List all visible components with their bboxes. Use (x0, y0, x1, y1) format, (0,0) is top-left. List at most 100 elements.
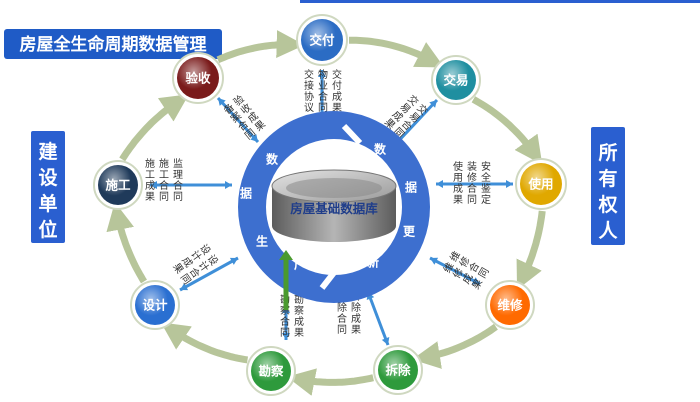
arrow-head (430, 257, 439, 265)
connector-text: 物业合同 (318, 68, 328, 114)
node-shine (251, 351, 291, 391)
blue-ring (238, 111, 430, 303)
connector-text: 监理合同 (173, 157, 183, 203)
connector-line (366, 291, 390, 346)
title-banner: 房屋全生命周期数据管理 (4, 29, 222, 59)
arrow-head (429, 100, 437, 108)
stage-node-sheji[interactable]: 设计 (130, 280, 180, 330)
arrow-head (436, 180, 443, 188)
owner-label: 所有权人 (597, 142, 618, 242)
arrow-head (180, 283, 189, 291)
connector-text: 施工成果 (145, 157, 155, 203)
node-label: 交付 (309, 33, 335, 48)
connector-text: 装修合同 (467, 160, 477, 206)
ring-char: 据 (405, 180, 417, 195)
node-label: 维修 (497, 298, 523, 313)
connector-text: 勘察成果 (294, 294, 304, 339)
ring-char: 生 (256, 234, 268, 249)
builder-label: 建设单位 (38, 140, 57, 241)
cycle-arrow-weixiu (412, 323, 498, 369)
cylinder-inner (286, 178, 382, 198)
connector-text: 施工合同 (159, 157, 169, 203)
connector-text: 交接协议 (304, 68, 314, 114)
title-bg (4, 29, 222, 59)
ring-char: 产 (294, 257, 306, 272)
arrow-head (250, 134, 258, 142)
arrow-head (318, 70, 326, 77)
connector-text: 交付成果 (332, 68, 342, 114)
node-shine (98, 165, 138, 205)
left-label-bg (31, 131, 65, 243)
node-label: 勘察 (258, 364, 284, 379)
arrow-head (506, 180, 513, 188)
node-label: 交易 (443, 73, 468, 88)
cycle-arrow-shigong (119, 94, 190, 162)
stage-node-jiaofu[interactable]: 交付 (296, 14, 348, 66)
left-side-label: 建设单位 (31, 131, 65, 243)
stage-node-shigong[interactable]: 施工 (93, 160, 143, 210)
arrow-head (229, 257, 238, 265)
node-shine (177, 57, 219, 99)
cycle-arrow-sheji (106, 202, 147, 284)
node-shine (436, 60, 476, 100)
arrow-head (150, 181, 157, 189)
right-side-label: 所有权人 (591, 127, 625, 245)
ring-gap-top (341, 123, 363, 146)
connector-line (429, 256, 481, 286)
node-label: 施工 (105, 178, 131, 193)
node-shine (490, 285, 530, 325)
green-arrows (279, 250, 293, 310)
ring-char: 更 (403, 225, 416, 239)
database-label: 房屋基础数据库 (290, 201, 378, 216)
ring-char: 据 (240, 186, 252, 201)
arrow-head (218, 98, 226, 106)
connector-text: 安全鉴定 (481, 160, 491, 206)
cycle-arrow-jiaofu (349, 36, 445, 68)
node-label: 验收 (185, 71, 211, 86)
node-shine (378, 350, 418, 390)
right-label-bg (591, 127, 625, 245)
arrow-head (381, 337, 390, 345)
cycle-arrow-shiyong (516, 210, 546, 290)
stage-node-shiyong[interactable]: 使用 (515, 158, 567, 210)
connector-line (179, 256, 239, 292)
cycle-arrows (106, 30, 546, 396)
node-shine (135, 285, 175, 325)
connector-line (216, 96, 260, 144)
stage-node-jiaoyi[interactable]: 交易 (431, 55, 481, 105)
cycle-arrow-chaichu (286, 368, 374, 396)
stage-node-weixiu[interactable]: 维修 (485, 280, 535, 330)
cycle-arrow-jiaoyi (471, 96, 543, 165)
node-label: 拆除 (385, 363, 411, 378)
arrow-head (282, 333, 290, 340)
arrow-head (471, 277, 480, 285)
ring-char: 数 (374, 142, 387, 157)
node-label: 使用 (527, 177, 553, 192)
node-label: 设计 (142, 298, 168, 313)
ring-gap-bottom (319, 268, 339, 290)
ring-char: 数 (266, 152, 279, 167)
node-shine (301, 19, 343, 61)
stage-node-chaichu[interactable]: 拆除 (373, 345, 423, 395)
cycle-arrow-yanshou (216, 30, 305, 64)
green-arrow-head (279, 250, 293, 260)
connector-text: 使用成果 (453, 160, 463, 206)
page-title: 房屋全生命周期数据管理 (20, 34, 207, 55)
stage-node-yanshou[interactable]: 验收 (172, 52, 224, 104)
stage-node-kancha[interactable]: 勘察 (246, 346, 296, 396)
ring-char: 新 (367, 255, 379, 270)
